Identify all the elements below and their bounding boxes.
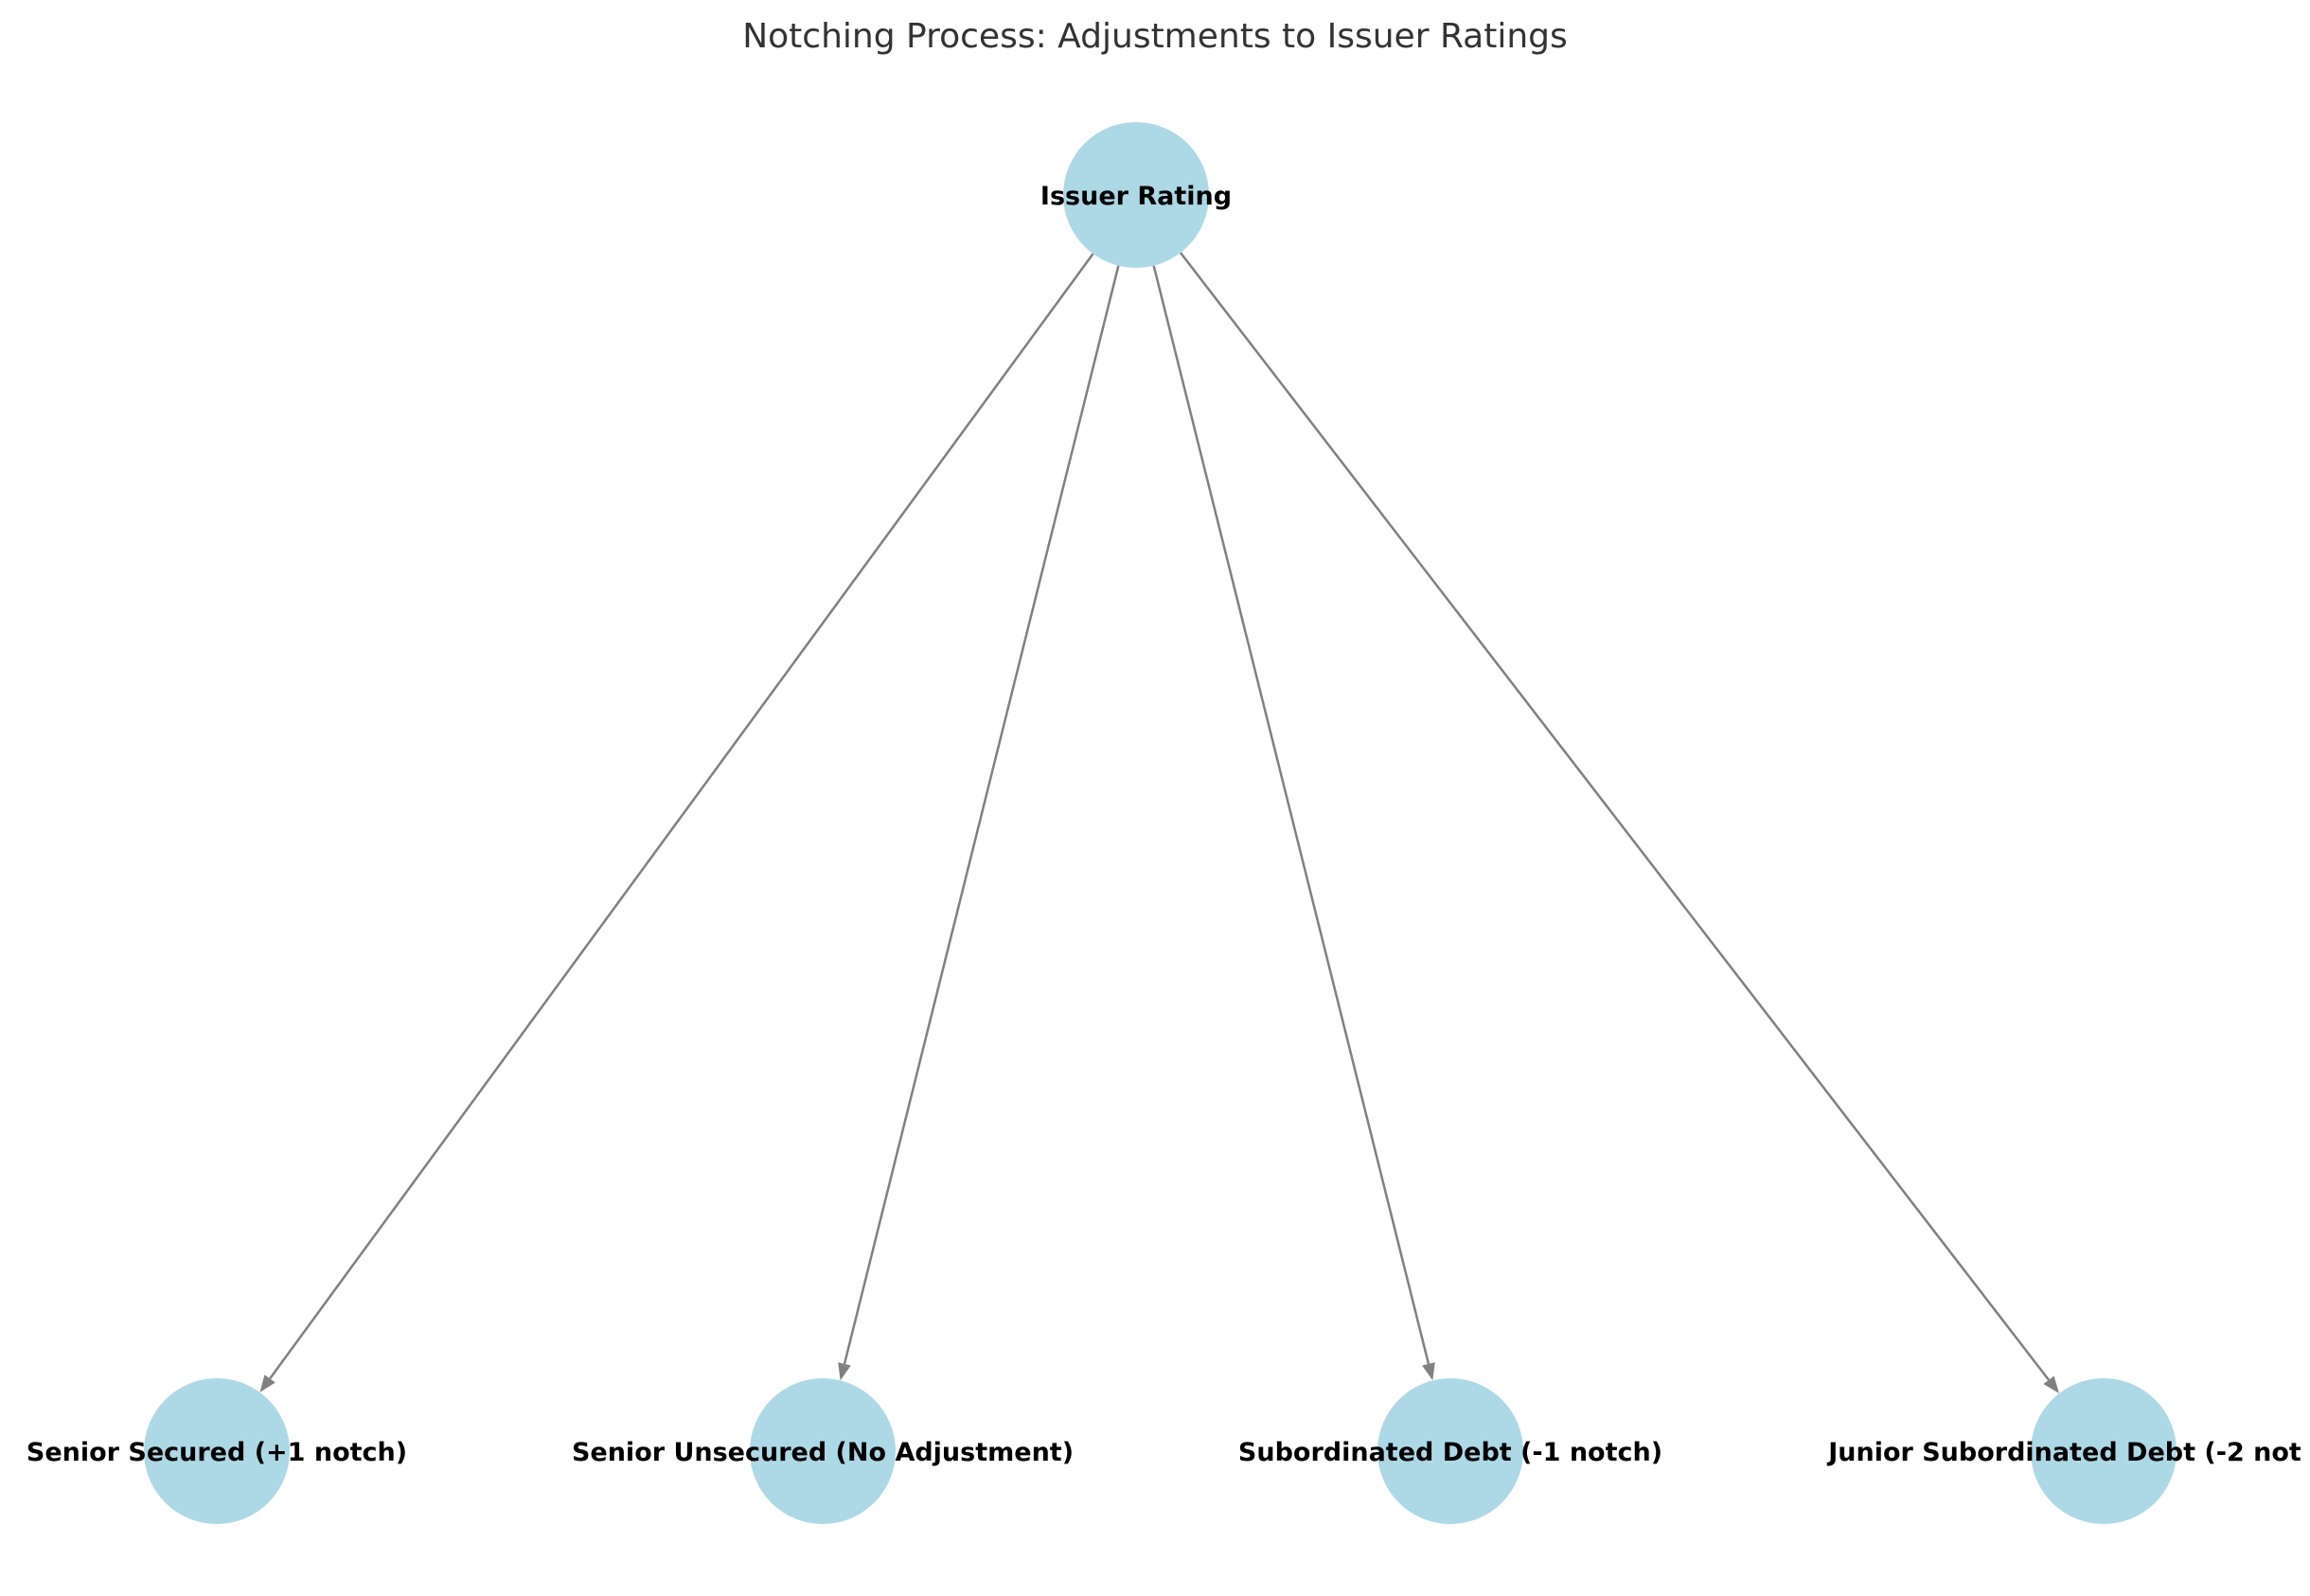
arrowhead-icon: [838, 1362, 851, 1381]
arrowhead-icon: [259, 1374, 275, 1392]
node-circle: [144, 1378, 290, 1524]
node-circle: [1063, 122, 1209, 268]
edge-line: [843, 265, 1120, 1365]
node-circle: [2031, 1378, 2177, 1524]
edge-issuer-to-senior-secured: [259, 253, 1094, 1392]
edge-issuer-to-subordinated: [1152, 265, 1435, 1381]
edge-line: [1179, 252, 2051, 1381]
arrowhead-icon: [1422, 1362, 1435, 1381]
node-issuer: Issuer Rating: [1040, 122, 1232, 268]
arrowhead-icon: [2043, 1375, 2060, 1393]
edge-issuer-to-senior-unsecured: [838, 265, 1120, 1381]
node-label: Junior Subordinated Debt (-2 notches): [1826, 1438, 2310, 1467]
node-label: Subordinated Debt (-1 notch): [1238, 1438, 1662, 1467]
diagram-title: Notching Process: Adjustments to Issuer …: [742, 17, 1568, 56]
node-circle: [1377, 1378, 1523, 1524]
edge-layer: [259, 252, 2060, 1393]
node-junior-subordinated: Junior Subordinated Debt (-2 notches): [1826, 1378, 2310, 1524]
node-senior-secured: Senior Secured (+1 notch): [27, 1378, 407, 1524]
edge-issuer-to-junior-subordinated: [1179, 252, 2060, 1393]
node-label: Senior Unsecured (No Adjustment): [572, 1438, 1074, 1467]
node-senior-unsecured: Senior Unsecured (No Adjustment): [572, 1378, 1074, 1524]
node-label: Issuer Rating: [1040, 182, 1232, 211]
edge-line: [1152, 265, 1430, 1365]
node-circle: [750, 1378, 896, 1524]
edge-line: [269, 253, 1094, 1380]
node-subordinated: Subordinated Debt (-1 notch): [1238, 1378, 1662, 1524]
node-label: Senior Secured (+1 notch): [27, 1438, 407, 1467]
